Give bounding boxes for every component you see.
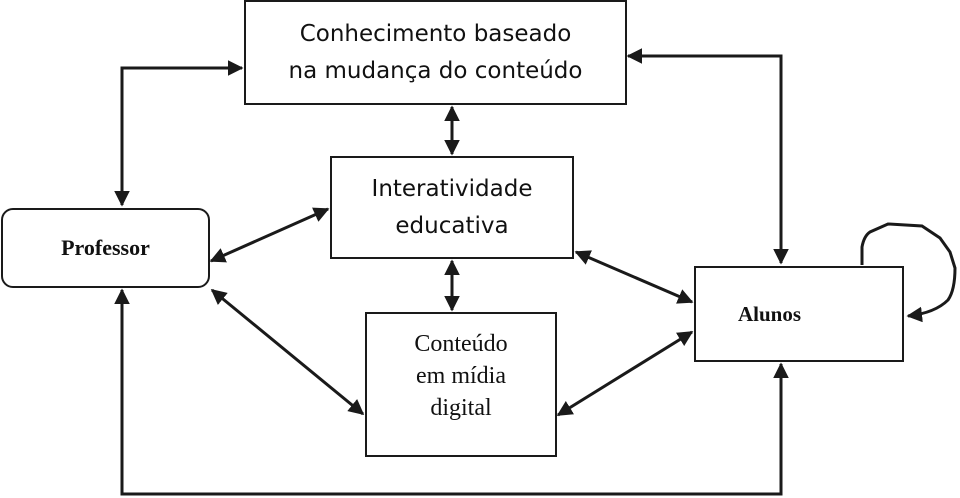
node-alunos: Alunos: [694, 266, 904, 362]
edge-professor-conteudo: [210, 288, 365, 416]
node-alunos-label: Alunos: [738, 302, 802, 326]
node-professor: Professor: [1, 208, 210, 288]
node-conteudo-line-3: digital: [430, 395, 492, 421]
edge-conteudo-alunos: [556, 330, 694, 417]
node-interatividade: Interatividade educativa: [330, 156, 574, 259]
node-interatividade-line-1: Interatividade: [371, 175, 533, 202]
node-conteudo-line-2: em mídia: [416, 363, 506, 389]
edge-interatividade-alunos: [574, 250, 694, 304]
edge-professor-conhecimento: [114, 60, 244, 207]
edge-alunos-conhecimento: [626, 48, 789, 265]
node-professor-label: Professor: [61, 235, 150, 260]
edge-alunos-self-loop: [860, 222, 957, 323]
node-conhecimento: Conhecimento baseado na mudança do conte…: [244, 0, 627, 105]
node-conhecimento-line-1: Conhecimento baseado: [299, 20, 572, 47]
node-conteudo-line-1: Conteúdo: [414, 331, 508, 357]
edge-professor-alunos: [114, 288, 789, 496]
edge-professor-interatividade: [209, 207, 330, 263]
node-interatividade-line-2: educativa: [395, 212, 509, 239]
node-conhecimento-line-2: na mudança do conteúdo: [288, 57, 583, 84]
node-conteudo: Conteúdo em mídia digital: [365, 312, 557, 457]
